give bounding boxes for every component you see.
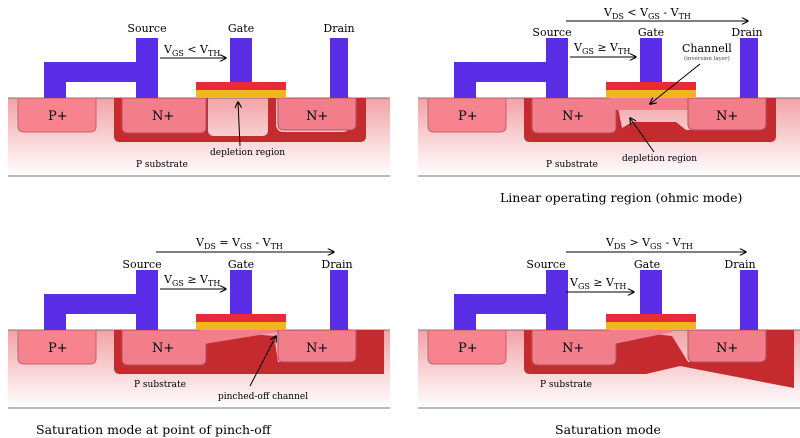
p-plus-label: P+ [458, 109, 478, 124]
p-plus-label: P+ [458, 341, 478, 356]
source-label: Source [122, 258, 161, 271]
gate-oxide [196, 322, 286, 330]
drain-label: Drain [323, 22, 354, 35]
region-label: depletion region [622, 154, 697, 164]
p-plus-region [427, 97, 507, 133]
drain-electrode [330, 38, 348, 98]
shortened-channel [610, 330, 672, 344]
gate-oxide [606, 90, 696, 98]
n-plus-drain-label: N+ [716, 109, 738, 124]
n-plus-source [121, 329, 207, 366]
source-electrode [44, 270, 158, 330]
n-plus-source-label: N+ [562, 341, 584, 356]
gate-electrode [640, 38, 662, 84]
panel-saturation: Source Gate Drain P+ N+ N+ P substrate V… [418, 236, 800, 409]
pointer-line [249, 336, 276, 387]
vds-condition: VDS < VGS - VTH [603, 6, 691, 21]
drain-label: Drain [321, 258, 352, 271]
n-plus-source-label: N+ [562, 109, 584, 124]
vgs-condition: VGS ≥ VTH [163, 273, 220, 288]
n-plus-drain [687, 329, 767, 363]
gate-label: Gate [228, 258, 254, 271]
n-plus-source [121, 97, 207, 134]
caption-pinch-off: Saturation mode at point of pinch-off [36, 422, 272, 437]
p-plus-region [17, 97, 97, 133]
vgs-condition: VGS < VTH [163, 43, 220, 58]
panel-linear: Source Gate Drain P+ N+ N+ P substrate V… [418, 6, 800, 177]
source-label: Source [127, 22, 166, 35]
drain-electrode [740, 38, 758, 98]
panel-cutoff: Source Gate Drain P+ N+ N+ P substrate V… [8, 22, 390, 177]
inversion-channel [610, 98, 692, 110]
channel-label: Channell [682, 42, 732, 55]
source-label: Source [526, 258, 565, 271]
pinched-channel [200, 330, 278, 344]
gate-metal [196, 314, 286, 322]
vds-condition: VDS = VGS - VTH [195, 236, 283, 251]
substrate-label: P substrate [546, 160, 598, 170]
gate-label: Gate [228, 22, 254, 35]
caption-linear: Linear operating region (ohmic mode) [500, 190, 742, 205]
gate-metal [606, 82, 696, 90]
n-plus-source-label: N+ [152, 341, 174, 356]
n-plus-source [531, 329, 617, 366]
source-electrode [454, 270, 568, 330]
n-plus-drain-label: N+ [306, 341, 328, 356]
region-label: pinched-off channel [218, 392, 308, 402]
p-plus-label: P+ [48, 341, 68, 356]
n-plus-drain [687, 97, 767, 131]
channel-pointer [650, 63, 701, 104]
drain-electrode [330, 270, 348, 330]
source-label: Source [532, 26, 571, 39]
gate-metal [606, 314, 696, 322]
n-plus-drain [277, 97, 357, 131]
pointer-line [238, 102, 240, 147]
region-label: depletion region [210, 148, 285, 158]
gate-electrode [230, 38, 252, 84]
n-plus-drain-label: N+ [716, 341, 738, 356]
gate-oxide [196, 90, 286, 98]
substrate-label: P substrate [136, 160, 188, 170]
drain-electrode [740, 270, 758, 330]
source-electrode [44, 38, 158, 98]
panel-pinch-off: Source Gate Drain P+ N+ N+ P substrate V… [8, 236, 390, 409]
vgs-condition: VGS ≥ VTH [569, 276, 626, 291]
substrate-label: P substrate [134, 380, 186, 390]
drain-label: Drain [731, 26, 762, 39]
p-plus-region [17, 329, 97, 365]
gate-electrode [640, 270, 662, 316]
gate-electrode [230, 270, 252, 316]
n-plus-source [531, 97, 617, 134]
p-plus-region [427, 329, 507, 365]
substrate-label: P substrate [540, 380, 592, 390]
vds-condition: VDS > VGS - VTH [605, 236, 693, 251]
gate-oxide [606, 322, 696, 330]
channel-sublabel: (inversion layer) [684, 55, 730, 62]
gate-metal [196, 82, 286, 90]
gate-label: Gate [634, 258, 660, 271]
gate-label: Gate [638, 26, 664, 39]
p-plus-label: P+ [48, 109, 68, 124]
n-plus-drain [277, 329, 357, 363]
n-plus-drain-label: N+ [306, 109, 328, 124]
source-electrode [454, 38, 568, 98]
pointer-line [630, 118, 655, 153]
drain-label: Drain [724, 258, 755, 271]
vgs-condition: VGS ≥ VTH [573, 41, 630, 56]
n-plus-source-label: N+ [152, 109, 174, 124]
caption-saturation: Saturation mode [555, 422, 661, 437]
